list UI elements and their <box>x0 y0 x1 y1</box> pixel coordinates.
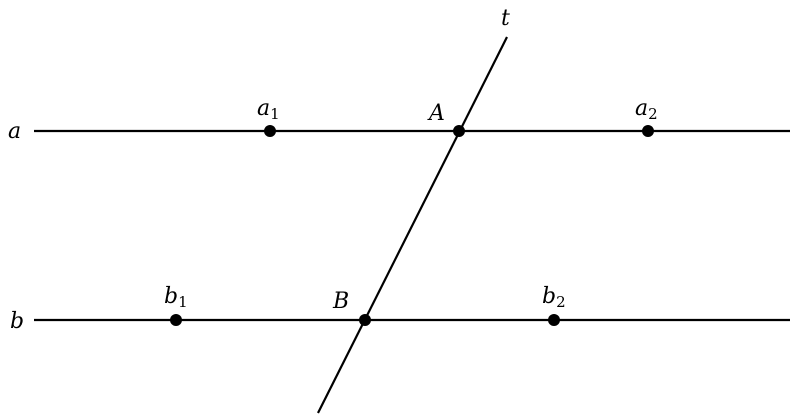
point-a1-label: a1 <box>257 96 280 123</box>
line-t-label: t <box>501 6 510 31</box>
point-b2 <box>548 314 560 326</box>
point-A-label: A <box>427 101 445 126</box>
point-B-label: B <box>332 289 349 314</box>
line-b-label: b <box>10 309 24 334</box>
point-a2 <box>642 125 654 137</box>
point-A <box>453 125 465 137</box>
point-B <box>359 314 371 326</box>
point-b1-label: b1 <box>164 284 188 311</box>
line-t <box>317 36 508 414</box>
line-a-label: a <box>8 119 21 144</box>
point-b2-label: b2 <box>542 284 566 311</box>
point-a2-label: a2 <box>635 96 658 123</box>
point-a1 <box>264 125 276 137</box>
point-b1 <box>170 314 182 326</box>
